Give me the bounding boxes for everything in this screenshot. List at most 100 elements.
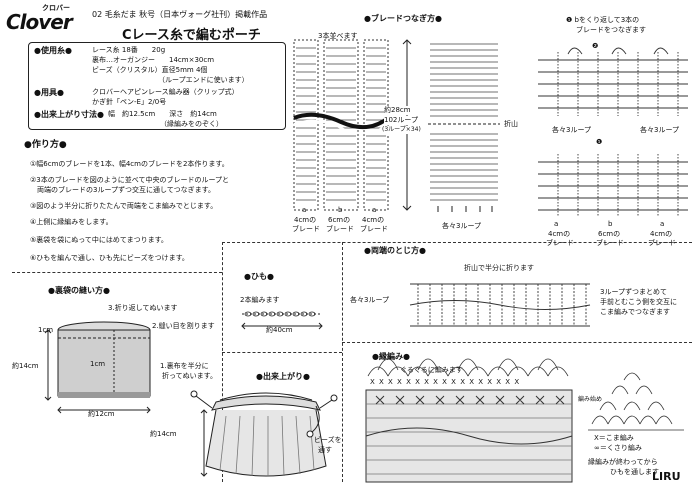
materials-label: ●使用糸● [34,46,72,55]
braid-6cm: 6cmの [328,216,351,224]
ends-each3: 各々3ループ [350,296,390,304]
edging-sc-row: X X X X X X X X X X X X X X X X X [370,378,521,386]
braid-length-arrow [402,39,412,211]
join-b: b [608,220,613,228]
lining-width-arrow [57,406,151,414]
join-4cm-right: 4cmの [650,230,673,238]
finished-height-arrow [200,409,208,477]
divider-mid-v [222,242,223,482]
steps-right-1a: ❶ bをくり返して3本の [566,16,640,24]
braid-title: ●ブレードつなぎ方● [364,14,442,23]
edging-legend-ch: ∞＝くさり編み [594,444,642,452]
join-blade-left: ブレード [546,239,574,247]
brand-logo-text: Clover [6,10,73,34]
edging-bottom-1: 縁編みが終わってから [588,458,658,466]
lining-note-1b: 折ってぬいます。 [162,372,217,380]
lining-bag-diagram [57,321,151,398]
finished-height: 約14cm [150,430,177,438]
steps-right-each3-b: 各々3ループ [640,126,680,134]
tools-1: クロバーヘアピンレース編み器（クリップ式） [92,88,239,96]
divider-cord-h [222,352,342,353]
join-diagram-top [538,47,688,116]
materials-lining: 裏布…オーガンジー 14cm×30cm [92,56,215,64]
braid-blade-left: ブレード [292,225,320,233]
brand-kana: クロバー [42,4,70,12]
ends-note-2: 手前とむこう側を交互に [600,298,677,306]
size-note: （縁編みをのぞく） [160,120,223,128]
braid-4cm-left: 4cmの [294,216,317,224]
cord-title: ●ひも● [244,272,274,281]
braid-parallel-note: 3本並べます [318,32,358,40]
edging-legend-sc: X＝こま編み [594,434,634,442]
lining-note-3: 3.折り返してぬいます [108,304,178,312]
steps-right-num-1: ❶ [596,138,603,146]
braid-fold-label: 折山 [504,120,518,128]
braid-length-102: 102ループ [384,116,418,125]
method-step-5: ⑤裏袋を袋にぬって中にはめてまつります。 [30,236,168,244]
edging-bottom-2: ひもを通します [610,468,659,476]
method-step-2: ②3本のブレードを図のように並べて中央のブレードのループと [30,176,230,184]
cord-chain [242,311,322,317]
finished-title: ●出来上がり● [256,372,310,381]
cord-length-arrow [241,322,323,330]
method-step-6: ⑥ひもを編んで通し、ひも先にビーズをつけます。 [30,254,189,262]
lining-height-arrow [44,329,52,401]
join-blade-right: ブレード [648,239,676,247]
materials-beads-note: （ループエンドに使います） [158,76,249,84]
braid-strip-diagram [293,39,390,211]
page-title: Cレース糸で編むポーチ [122,28,261,43]
ends-diagram [409,283,591,327]
lining-width: 約12cm [88,410,115,418]
edging-scallops [367,358,569,377]
divider-right-v [342,242,343,482]
lining-1cm-side: 1cm [90,360,106,369]
braid-a-right: a [372,206,377,214]
join-blade-mid: ブレード [596,239,624,247]
braid-a-left: a [302,206,307,214]
lining-note-1a: 1.裏布を半分に [160,362,209,370]
lining-height: 約14cm [12,362,39,370]
divider-mid-h [222,242,692,243]
cord-note: 2本編みます [240,296,280,304]
ends-note-3: こま編みでつなぎます [600,308,670,316]
tools-2: かぎ針「ペン-E」2/0号 [92,98,167,106]
finished-bead-2: 通す [318,446,332,454]
join-a-right: a [660,220,665,228]
ends-note-1: 3ループずつまとめて [600,288,668,296]
braid-folded-diagram [428,43,500,212]
cord-length: 約40cm [266,326,293,334]
steps-right-1b: ブレードをつなぎます [576,26,646,34]
watermark: LIRU [652,470,681,483]
size-label: ●出来上がり寸法● [34,110,104,119]
method-step-4: ④上側に縁編みをします。 [30,218,113,226]
edging-start-mark: 編み始め [578,396,603,403]
edging-body [365,389,573,483]
join-a-left: a [554,220,559,228]
ends-title: ●両端のとじ方● [364,246,426,255]
issue-note: 02 毛糸だま 秋号（日本ヴォーグ社刊）掲載作品 [92,10,268,19]
brand-logo: クロバー Clover [6,4,86,34]
braid-each3: 各々3ループ [442,222,482,230]
braid-b: b [338,206,343,214]
finished-bead-1: ビーズを [314,436,342,444]
tools-label: ●用具● [34,88,64,97]
lining-note-2: 2.縫い目を割ります [152,322,215,330]
braid-length-28: 約28cm [384,106,411,115]
edging-title: ●縁編み● [372,352,410,361]
braid-blade-mid: ブレード [326,225,354,233]
steps-right-num-2: ❷ [592,42,599,50]
finished-bag-drawing [190,390,338,477]
braid-length-34: (3ループ×34) [382,126,421,134]
join-4cm-left: 4cmの [548,230,571,238]
lining-title: ●裏袋の縫い方● [48,286,110,295]
method-step-2b: 両端のブレードの3ループずつ交互に通してつなぎます。 [30,186,215,194]
edging-round-note: ぐるぐるに編みます [400,366,463,374]
join-6cm: 6cmの [598,230,621,238]
method-step-1: ①幅6cmのブレードを1本、幅4cmのブレードを2本作ります。 [30,160,229,168]
materials-box [28,42,286,130]
materials-beads: ビーズ（クリスタル）直径5mm 4個 [92,66,208,74]
divider-left-h [12,272,222,273]
join-diagram-bottom [538,154,688,216]
size-value: 幅 約12.5cm 深さ 約14cm [108,110,217,118]
divider-right-h [342,342,692,343]
